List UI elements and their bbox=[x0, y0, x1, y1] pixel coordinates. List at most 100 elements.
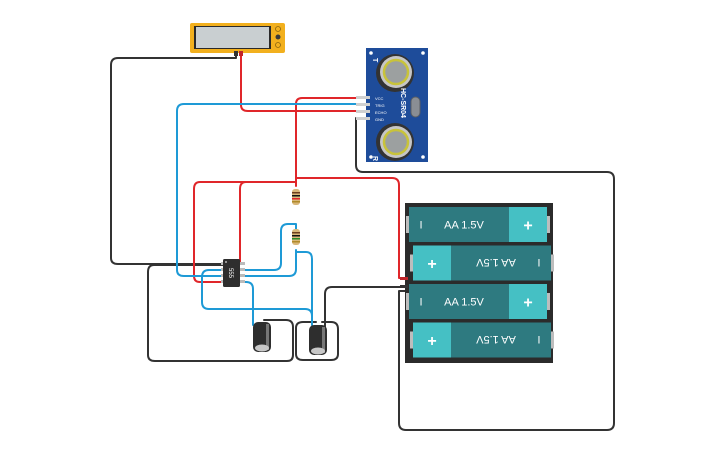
sensor-model-label: HC-SR04 bbox=[399, 88, 406, 118]
pin-label-vcc: VCC bbox=[375, 96, 384, 101]
ic-body bbox=[223, 259, 240, 287]
wire-555-trigger[interactable] bbox=[201, 269, 313, 326]
band-icon bbox=[292, 232, 300, 234]
ic-pin bbox=[238, 268, 245, 271]
cell-contact bbox=[406, 216, 409, 233]
band-icon bbox=[292, 195, 300, 197]
ic-pin bbox=[238, 280, 245, 283]
lcd-button-icon[interactable] bbox=[275, 26, 281, 32]
transducer-top-mesh bbox=[382, 58, 410, 86]
capacitor-1[interactable] bbox=[253, 322, 271, 352]
capacitor-1-stripe bbox=[266, 324, 269, 350]
resistor-2-body bbox=[292, 229, 300, 245]
band-icon bbox=[292, 198, 300, 200]
crystal-oscillator bbox=[410, 96, 421, 118]
mount-hole-icon bbox=[421, 155, 425, 159]
minus-icon: I bbox=[419, 297, 422, 309]
battery-terminal-red[interactable] bbox=[400, 277, 408, 280]
lcd-button-icon[interactable] bbox=[275, 42, 281, 48]
resistor-1-body bbox=[292, 189, 300, 205]
pin1-marker-icon bbox=[225, 261, 227, 263]
transducer-bottom-mesh bbox=[382, 128, 410, 156]
wire-lcd-vcc[interactable] bbox=[240, 54, 364, 112]
timer-ic[interactable]: 555 bbox=[221, 259, 245, 287]
pin-label-gnd: GND bbox=[375, 117, 384, 122]
ic-pin bbox=[238, 274, 245, 277]
lcd-screen-glass bbox=[196, 27, 269, 48]
cell-positive-cap bbox=[509, 207, 547, 242]
plus-icon: + bbox=[523, 295, 532, 312]
pin-gnd[interactable] bbox=[356, 117, 370, 120]
capacitor-2-base bbox=[311, 347, 325, 355]
minus-icon: I bbox=[537, 256, 540, 268]
lcd-pin-ground[interactable] bbox=[234, 51, 238, 56]
mount-hole-icon bbox=[421, 51, 425, 55]
lcd-pin-vcc[interactable] bbox=[239, 51, 243, 56]
battery-cell: + I AA 1.5V bbox=[410, 322, 554, 358]
cell-label: AA 1.5V bbox=[444, 297, 484, 309]
pin-echo[interactable] bbox=[356, 110, 370, 113]
pin-trig[interactable] bbox=[356, 103, 370, 106]
cell-positive-cap bbox=[413, 322, 451, 358]
sensor-t-label: T bbox=[371, 58, 378, 63]
wire-ground-loop-left[interactable] bbox=[147, 264, 294, 362]
cell-label: AA 1.5V bbox=[475, 256, 515, 268]
mount-hole-icon bbox=[369, 51, 373, 55]
wire-res2-cap2[interactable] bbox=[295, 251, 313, 326]
resistor-2[interactable] bbox=[292, 229, 300, 245]
wires bbox=[110, 54, 615, 431]
lcd-display[interactable] bbox=[190, 23, 285, 56]
battery-terminal-black[interactable] bbox=[400, 285, 408, 288]
mount-hole-icon bbox=[369, 155, 373, 159]
sensor-pins: VCC TRIG ECHO GND bbox=[356, 96, 387, 122]
battery-cell: + I AA 1.5V bbox=[406, 207, 550, 242]
cell-contact bbox=[551, 254, 554, 272]
battery-pack[interactable]: + I AA 1.5V + I AA 1.5V + I AA 1.5V + I AA 1.5V bbox=[400, 203, 554, 363]
cell-contact bbox=[406, 293, 409, 310]
wire-555-output[interactable] bbox=[239, 249, 297, 277]
cell-contact bbox=[551, 331, 554, 349]
wire-power-555-reset[interactable] bbox=[239, 181, 297, 265]
cell-contact bbox=[410, 331, 413, 349]
plus-icon: + bbox=[523, 218, 532, 235]
minus-icon: I bbox=[537, 333, 540, 345]
band-icon bbox=[292, 192, 300, 194]
wire-sensor-gnd[interactable] bbox=[355, 117, 615, 431]
band-icon bbox=[292, 235, 300, 237]
wire-cap-signal[interactable] bbox=[239, 281, 254, 326]
wire-cap2-ground[interactable] bbox=[295, 321, 339, 361]
wire-lcd-ground[interactable] bbox=[110, 54, 237, 265]
cell-contact bbox=[547, 293, 550, 310]
capacitor-1-base bbox=[255, 344, 269, 352]
cell-label: AA 1.5V bbox=[475, 333, 515, 345]
battery-cell: + I AA 1.5V bbox=[410, 245, 554, 281]
band-icon bbox=[292, 201, 300, 203]
wire-555-threshold[interactable] bbox=[239, 223, 297, 271]
band-icon bbox=[292, 241, 300, 243]
pin-label-trig: TRIG bbox=[375, 103, 385, 108]
ic-pin bbox=[238, 262, 245, 265]
wire-ground-loop-right[interactable] bbox=[324, 286, 409, 328]
cell-contact bbox=[547, 216, 550, 233]
cell-positive-cap bbox=[413, 245, 451, 281]
battery-cell: + I AA 1.5V bbox=[406, 284, 550, 319]
band-icon bbox=[292, 238, 300, 240]
cell-contact bbox=[410, 254, 413, 272]
resistor-1[interactable] bbox=[292, 189, 300, 205]
lcd-button-icon[interactable] bbox=[275, 34, 281, 40]
cell-positive-cap bbox=[509, 284, 547, 319]
ultrasonic-sensor[interactable]: HC-SR04 T R VCC TRIG ECHO GND bbox=[356, 48, 428, 162]
capacitor-2-stripe bbox=[322, 327, 325, 353]
pin-vcc[interactable] bbox=[356, 96, 370, 99]
ic-label: 555 bbox=[227, 268, 233, 279]
capacitor-2[interactable] bbox=[309, 325, 327, 355]
wire-power-555[interactable] bbox=[193, 181, 297, 283]
wire-sensor-trig[interactable] bbox=[176, 103, 364, 277]
wire-power-main[interactable] bbox=[295, 177, 409, 279]
plus-icon: + bbox=[427, 256, 436, 273]
cell-label: AA 1.5V bbox=[444, 220, 484, 232]
minus-icon: I bbox=[419, 220, 422, 232]
pin-label-echo: ECHO bbox=[375, 110, 387, 115]
plus-icon: + bbox=[427, 333, 436, 350]
